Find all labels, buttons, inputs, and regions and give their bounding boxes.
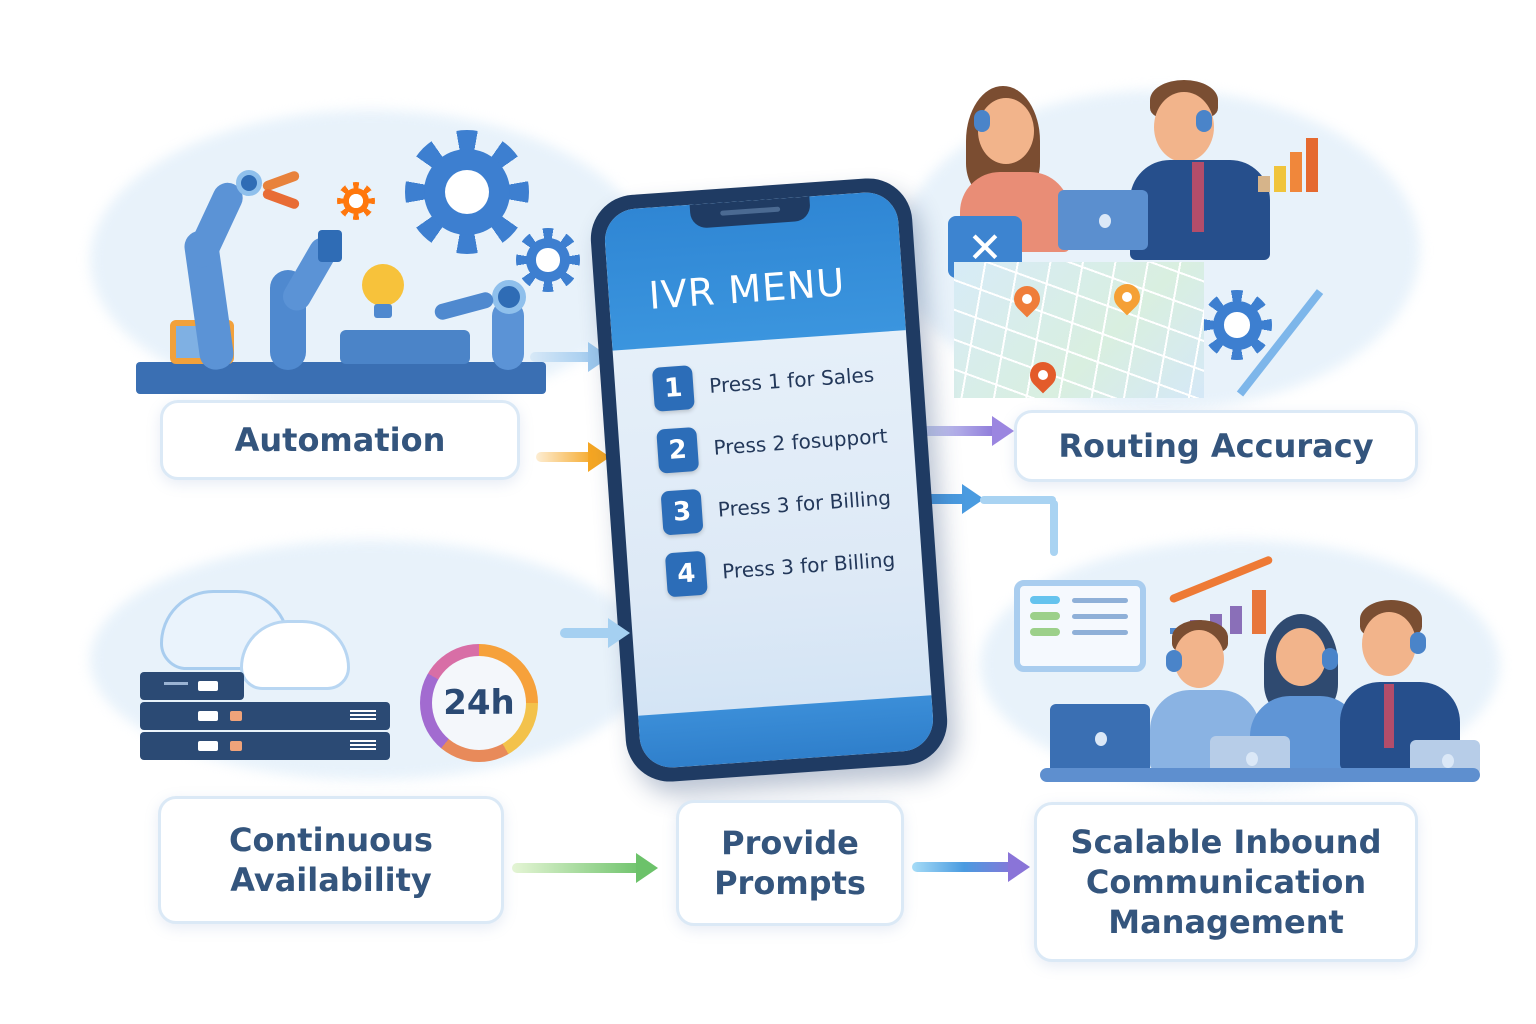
menu-option-text: Press 2 fosupport (712, 423, 889, 460)
label-line: Scalable Inbound (1070, 823, 1382, 861)
map-icon (954, 262, 1204, 398)
availability-illustration (130, 580, 430, 760)
phone-screen: IVR MENU 1 Press 1 for Sales 2 Press 2 f… (602, 190, 936, 770)
gear-icon (337, 182, 375, 220)
arrow-phone-to-scalable (912, 484, 984, 514)
menu-option-4[interactable]: 4 Press 3 for Billing (664, 537, 897, 598)
gear-icon (516, 228, 580, 292)
menu-option-text: Press 3 for Billing (721, 547, 896, 584)
ivr-phone: IVR MENU 1 Press 1 for Sales 2 Press 2 f… (587, 175, 951, 785)
arrow-availability-to-phone (560, 618, 630, 648)
automation-illustration (130, 130, 600, 400)
laptop-icon (1058, 190, 1148, 250)
gear-icon (1202, 290, 1272, 360)
menu-option-2[interactable]: 2 Press 2 fosupport (656, 414, 889, 474)
menu-number: 4 (664, 550, 708, 598)
menu-option-1[interactable]: 1 Press 1 for Sales (651, 352, 876, 412)
label-line: Provide (721, 824, 859, 862)
bar-chart-icon (1258, 136, 1328, 192)
arrow-prompts-to-scalable (912, 852, 1030, 882)
routing-illustration: ✕ (940, 80, 1380, 410)
label-line: Availability (230, 861, 432, 899)
agent-icon (1130, 80, 1270, 260)
continuous-availability-label: Continuous Availability (158, 796, 504, 924)
phone-footer (638, 695, 936, 770)
automation-label: Automation (160, 400, 520, 480)
machine-console (340, 330, 470, 364)
conveyor-platform (136, 362, 546, 394)
arrow-phone-to-routing (906, 416, 1014, 446)
location-pin-icon (1008, 280, 1046, 318)
arrow-automation-label-to-phone (536, 442, 610, 472)
menu-number: 1 (651, 365, 695, 412)
dashboard-icon (1014, 580, 1146, 672)
label-line: Continuous (229, 821, 433, 859)
scalable-illustration (1010, 540, 1490, 790)
robot-arm-icon (260, 230, 350, 370)
clock-24h-icon: 24h (420, 644, 538, 762)
menu-option-3[interactable]: 3 Press 3 for Billing (660, 476, 893, 536)
label-line: Communication (1085, 863, 1367, 901)
routing-accuracy-text: Routing Accuracy (1058, 427, 1374, 465)
provide-prompts-label: Provide Prompts (676, 800, 904, 926)
laptop-icon (1050, 704, 1150, 774)
cloud-icon (240, 620, 350, 690)
arrow-availability-to-prompts (512, 853, 658, 883)
menu-number: 2 (656, 426, 700, 474)
server-rack-icon (140, 672, 390, 762)
clock-label: 24h (432, 656, 526, 750)
connector-line (1050, 500, 1058, 556)
menu-option-text: Press 1 for Sales (708, 362, 875, 398)
location-pin-icon (1108, 278, 1146, 316)
gear-icon (405, 130, 529, 254)
connector-line (980, 496, 1056, 504)
menu-option-text: Press 3 for Billing (717, 485, 892, 522)
arrow-automation-to-phone (530, 342, 610, 372)
lightbulb-icon (362, 264, 404, 320)
label-line: Prompts (714, 864, 866, 902)
location-pin-icon (1024, 356, 1062, 394)
robot-arm-icon (430, 280, 540, 370)
desk (1040, 768, 1480, 782)
scalable-management-label: Scalable Inbound Communication Managemen… (1034, 802, 1418, 962)
agent-icon (960, 80, 1070, 252)
menu-number: 3 (660, 488, 704, 536)
automation-text: Automation (234, 421, 446, 459)
routing-accuracy-label: Routing Accuracy (1014, 410, 1418, 482)
label-line: Management (1108, 903, 1344, 941)
robot-arm-icon (170, 169, 301, 372)
